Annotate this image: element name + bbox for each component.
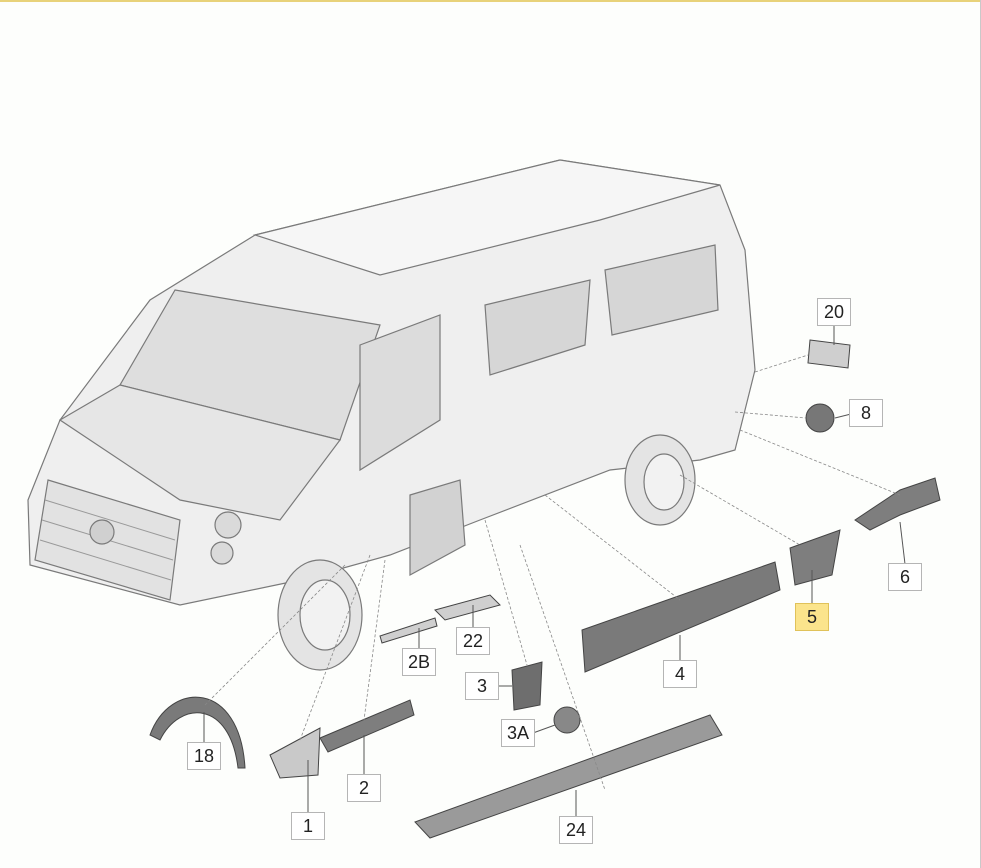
- part-1: [269, 727, 321, 779]
- top-border: [0, 0, 981, 2]
- callout-2B[interactable]: 2B: [402, 648, 436, 676]
- part-2: [319, 699, 415, 753]
- part-20: [807, 339, 851, 369]
- parts: [149, 339, 941, 839]
- part-2B: [379, 617, 438, 644]
- part-22: [434, 594, 501, 621]
- part-3: [511, 661, 543, 711]
- callout-8[interactable]: 8: [849, 399, 883, 427]
- callout-4[interactable]: 4: [663, 660, 697, 688]
- callout-5[interactable]: 5: [795, 603, 829, 631]
- van-illustration: [27, 159, 756, 671]
- part-8: [805, 403, 835, 433]
- part-3A: [553, 706, 581, 734]
- callout-18[interactable]: 18: [187, 742, 221, 770]
- part-24: [414, 714, 723, 839]
- callout-3[interactable]: 3: [465, 672, 499, 700]
- callout-20[interactable]: 20: [817, 298, 851, 326]
- callout-22[interactable]: 22: [456, 627, 490, 655]
- part-4: [581, 561, 781, 673]
- part-6: [854, 477, 941, 531]
- dashed-reference-lines: [204, 354, 901, 791]
- callout-2[interactable]: 2: [347, 774, 381, 802]
- part-5: [789, 529, 841, 586]
- callout-1[interactable]: 1: [291, 812, 325, 840]
- callout-3A[interactable]: 3A: [501, 719, 535, 747]
- callout-6[interactable]: 6: [888, 563, 922, 591]
- callout-24[interactable]: 24: [559, 816, 593, 844]
- part-18: [149, 696, 246, 769]
